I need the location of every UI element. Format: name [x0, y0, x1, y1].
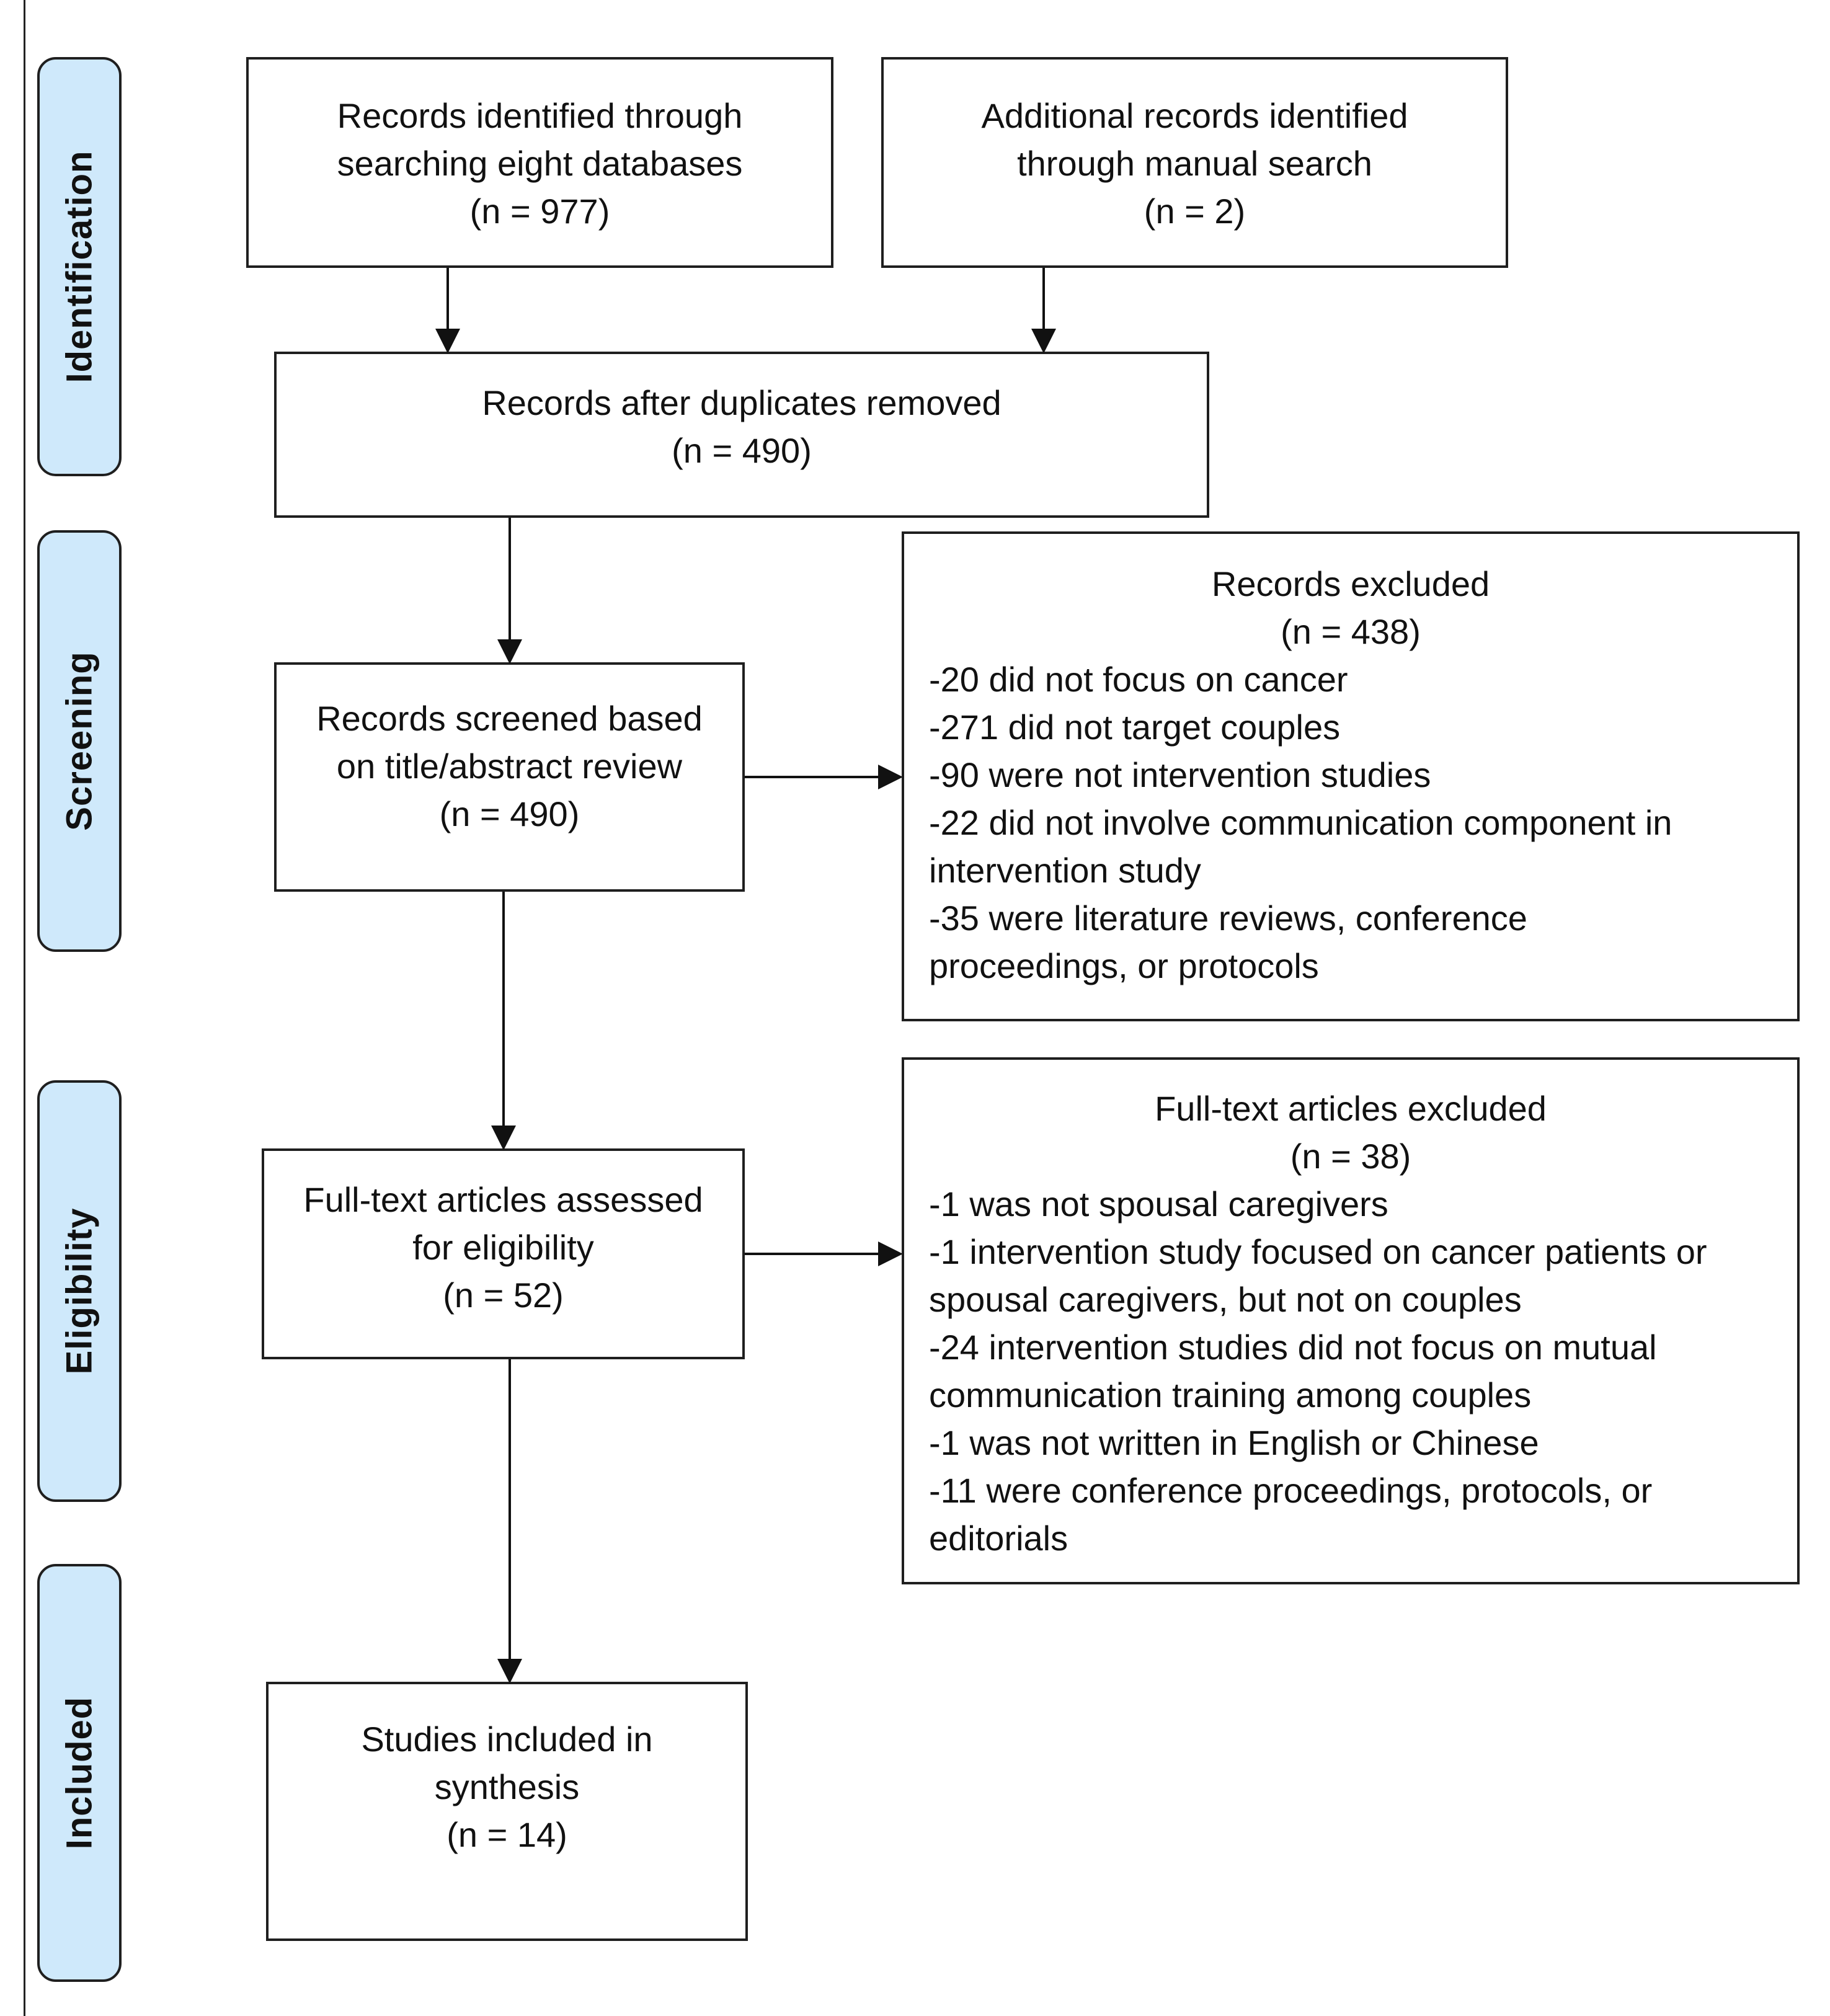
full-text-excluded-item: spousal caregivers, but not on couples — [929, 1280, 1522, 1319]
stage-screening-label: Screening — [59, 651, 100, 831]
full-text-excluded-item: -1 was not written in English or Chinese — [929, 1423, 1539, 1462]
stage-identification: Identification — [37, 57, 122, 476]
screened-count: (n = 490) — [439, 794, 580, 833]
database-search-count: (n = 977) — [469, 192, 610, 231]
records-excluded-item: -90 were not intervention studies — [929, 755, 1431, 794]
duplicates-removed-box: Records after duplicates removed (n = 49… — [274, 352, 1209, 518]
full-text-assessed-line-1: Full-text articles assessed — [303, 1180, 703, 1219]
left-border-line — [24, 0, 25, 2016]
records-excluded-item: -271 did not target couples — [929, 708, 1341, 747]
duplicates-removed-line-1: Records after duplicates removed — [482, 383, 1002, 422]
records-excluded-box: Records excluded (n = 438) -20 did not f… — [902, 531, 1800, 1021]
records-excluded-title: Records excluded — [1211, 564, 1490, 603]
stage-included-label: Included — [59, 1696, 100, 1850]
records-excluded-item: proceedings, or protocols — [929, 946, 1319, 985]
manual-search-count: (n = 2) — [1144, 192, 1246, 231]
full-text-assessed-count: (n = 52) — [443, 1276, 564, 1315]
screened-line-1: Records screened based — [316, 699, 703, 738]
included-line-2: synthesis — [434, 1767, 580, 1806]
included-box: Studies included in synthesis (n = 14) — [266, 1682, 748, 1941]
full-text-excluded-item: -1 intervention study focused on cancer … — [929, 1232, 1707, 1271]
manual-search-line-1: Additional records identified — [981, 96, 1408, 135]
full-text-excluded-item: -24 intervention studies did not focus o… — [929, 1328, 1657, 1367]
database-search-box: Records identified through searching eig… — [246, 57, 833, 268]
full-text-excluded-item: -11 were conference proceedings, protoco… — [929, 1471, 1653, 1510]
manual-search-box: Additional records identified through ma… — [881, 57, 1508, 268]
included-count: (n = 14) — [446, 1815, 567, 1854]
screened-box: Records screened based on title/abstract… — [274, 662, 745, 892]
records-excluded-count: (n = 438) — [1281, 612, 1421, 651]
duplicates-removed-count: (n = 490) — [672, 431, 812, 470]
full-text-excluded-item: -1 was not spousal caregivers — [929, 1184, 1388, 1223]
full-text-excluded-item: communication training among couples — [929, 1375, 1532, 1414]
records-excluded-item: -35 were literature reviews, conference — [929, 899, 1527, 938]
stage-identification-label: Identification — [59, 150, 100, 383]
stage-eligibility: Eligibility — [37, 1080, 122, 1502]
database-search-line-2: searching eight databases — [337, 144, 743, 183]
full-text-excluded-box: Full-text articles excluded (n = 38) -1 … — [902, 1057, 1800, 1584]
records-excluded-item: -22 did not involve communication compon… — [929, 803, 1672, 842]
full-text-excluded-item: editorials — [929, 1519, 1068, 1558]
full-text-assessed-line-2: for eligibility — [412, 1228, 594, 1267]
included-line-1: Studies included in — [361, 1720, 653, 1759]
full-text-excluded-count: (n = 38) — [1290, 1137, 1411, 1176]
stage-screening: Screening — [37, 530, 122, 952]
full-text-assessed-box: Full-text articles assessed for eligibil… — [262, 1148, 745, 1359]
stage-eligibility-label: Eligibility — [59, 1207, 100, 1375]
records-excluded-item: intervention study — [929, 851, 1201, 890]
screened-line-2: on title/abstract review — [336, 747, 683, 786]
database-search-line-1: Records identified through — [337, 96, 743, 135]
stage-included: Included — [37, 1564, 122, 1982]
records-excluded-item: -20 did not focus on cancer — [929, 660, 1348, 699]
full-text-excluded-title: Full-text articles excluded — [1155, 1089, 1547, 1128]
manual-search-line-2: through manual search — [1017, 144, 1372, 183]
